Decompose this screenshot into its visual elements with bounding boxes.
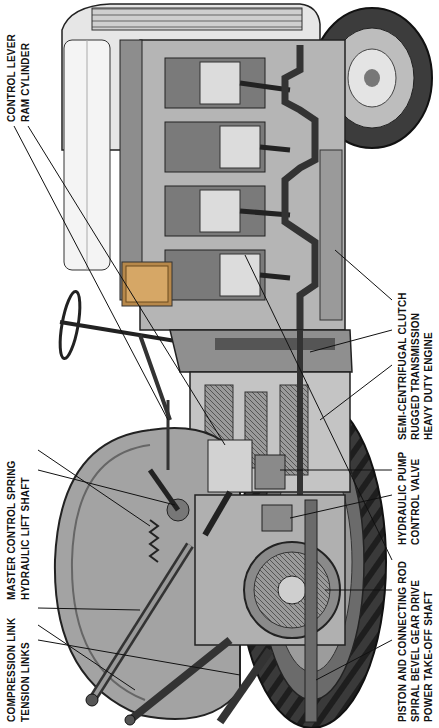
cylinders — [165, 58, 290, 300]
part-label: SPIRAL BEVEL GEAR DRIVE — [409, 580, 422, 722]
part-label: POWER TAKE-OFF SHAFT — [422, 592, 435, 722]
part-label: CONTROL VALVE — [409, 459, 422, 546]
part-label: HEAVY DUTY ENGINE — [422, 332, 435, 440]
part-label: MASTER CONTROL SPRING — [5, 460, 18, 600]
differential — [244, 500, 340, 722]
control-spring — [150, 520, 158, 562]
piston-rod — [205, 492, 230, 535]
part-label: HYDRAULIC LIFT SHAFT — [19, 477, 32, 600]
ram-cylinder — [208, 440, 252, 492]
leader-lines — [14, 126, 392, 690]
control-lever — [167, 400, 170, 470]
crankshaft — [285, 45, 315, 330]
engine — [120, 40, 345, 330]
part-label: SEMI-CENTRIFUGAL CLUTCH — [396, 292, 409, 440]
part-label: HYDRAULIC PUMP — [396, 452, 409, 545]
control-valve — [262, 505, 292, 531]
pto-shaft — [305, 500, 317, 722]
part-label: COMPRESSION LINK — [5, 618, 18, 722]
part-label: PISTON AND CONNECTING ROD — [396, 561, 409, 722]
part-label: RAM CYLINDER — [19, 43, 32, 122]
part-label: RUGGED TRANSMISSION — [409, 313, 422, 440]
part-label: CONTROL LEVER — [5, 34, 18, 122]
hydraulic-pump — [255, 455, 285, 489]
clutch — [170, 330, 352, 372]
part-label: TENSION LINKS — [19, 642, 32, 722]
links — [86, 545, 270, 725]
battery — [122, 262, 172, 306]
